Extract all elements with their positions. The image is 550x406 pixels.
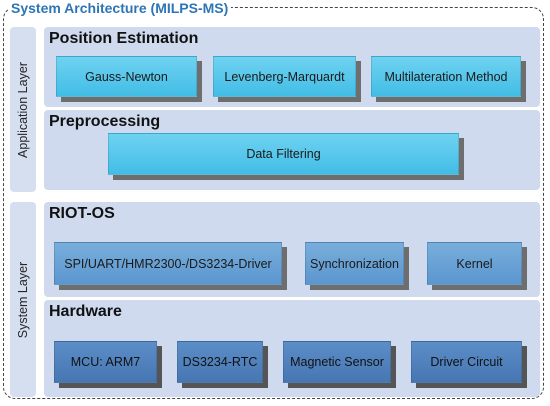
driver-box: SPI/UART/HMR2300-/DS3234-Driver — [54, 242, 282, 285]
mcu-arm7-box: MCU: ARM7 — [54, 341, 157, 383]
position-estimation-title: Position Estimation — [49, 30, 199, 47]
magnetic-sensor-box: Magnetic Sensor — [283, 341, 391, 383]
system-layer-band: System Layer — [10, 202, 36, 397]
diagram-title: System Architecture (MILPS-MS) — [8, 0, 232, 16]
synchronization-box: Synchronization — [305, 242, 404, 285]
architecture-frame — [3, 7, 544, 399]
riot-os-title: RIOT-OS — [49, 205, 115, 222]
gauss-newton-box: Gauss-Newton — [56, 56, 197, 97]
ds3234-rtc-box: DS3234-RTC — [177, 341, 263, 383]
levenberg-marquardt-box: Levenberg-Marquardt — [213, 56, 356, 97]
application-layer-label: Application Layer — [16, 61, 30, 158]
data-filtering-box: Data Filtering — [108, 133, 459, 175]
application-layer-band: Application Layer — [10, 27, 36, 192]
hardware-title: Hardware — [49, 303, 122, 320]
driver-circuit-box: Driver Circuit — [411, 341, 522, 383]
preprocessing-title: Preprocessing — [49, 113, 161, 130]
system-layer-label: System Layer — [16, 261, 30, 338]
multilateration-method-box: Multilateration Method — [371, 56, 521, 97]
kernel-box: Kernel — [427, 242, 522, 285]
